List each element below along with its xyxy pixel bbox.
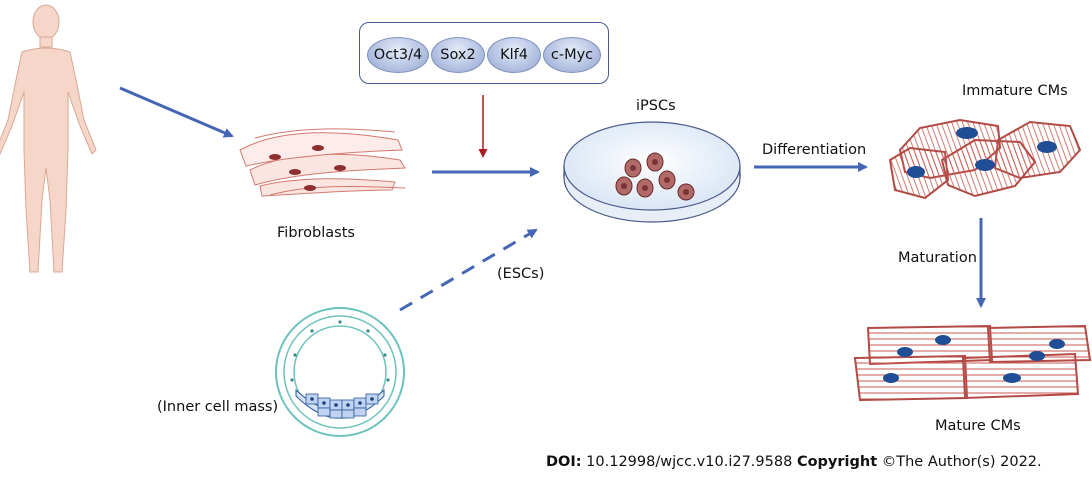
label-mature-cms: Mature CMs [935,418,1021,434]
label-fibroblasts: Fibroblasts [277,225,355,241]
factor-oct34: Oct3/4 [367,37,429,73]
blastocyst-illustration [275,307,405,437]
factor-cmyc: c-Myc [543,37,601,73]
doi-footer: DOI: 10.12998/wjcc.v10.i27.9588 Copyrigh… [546,454,1042,470]
fibroblasts-illustration [239,128,406,197]
petri-dish-ipscs [563,121,741,223]
arrow-body-to-fibroblasts [119,86,234,138]
label-maturation: Maturation [898,250,977,266]
label-differentiation: Differentiation [762,142,867,158]
label-immature-cms: Immature CMs [962,83,1068,99]
arrow-escs-dashed [399,228,538,312]
label-escs: (ESCs) [497,266,545,282]
label-inner-cell-mass: (Inner cell mass) [157,399,279,415]
copyright-text: ©The Author(s) 2022. [881,454,1042,470]
doi-value: 10.12998/wjcc.v10.i27.9588 [586,454,793,470]
factor-klf4: Klf4 [487,37,541,73]
doi-label: DOI: [546,454,582,470]
copyright-label: Copyright [796,454,878,470]
factor-sox2: Sox2 [431,37,485,73]
mature-cms-illustration [853,324,1092,402]
human-body-figure [0,4,97,273]
immature-cms-illustration [888,118,1082,200]
label-ipscs: iPSCs [636,98,676,114]
